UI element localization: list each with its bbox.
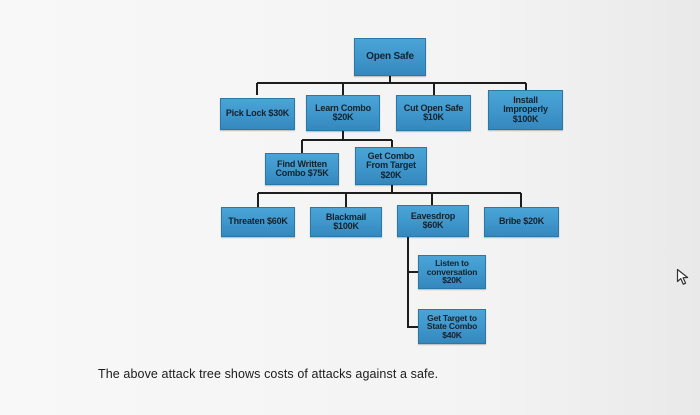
- node-cut-open-safe: Cut Open Safe $10K: [396, 95, 471, 131]
- node-pick-lock: Pick Lock $30K: [220, 98, 295, 130]
- diagram-caption: The above attack tree shows costs of att…: [98, 367, 439, 381]
- node-blackmail: Blackmail $100K: [310, 207, 382, 237]
- node-open-safe: Open Safe: [354, 38, 426, 76]
- node-learn-combo: Learn Combo $20K: [306, 95, 380, 131]
- node-threaten: Threaten $60K: [221, 207, 295, 237]
- node-find-written-combo: Find Written Combo $75K: [265, 153, 339, 185]
- node-get-combo-from-target: Get Combo From Target $20K: [355, 147, 427, 185]
- node-listen-to-conversation: Listen to conversation $20K: [418, 255, 486, 289]
- node-get-target-to-state-combo: Get Target to State Combo $40K: [418, 309, 486, 344]
- node-install-improperly: Install Improperly $100K: [488, 90, 563, 130]
- mouse-pointer-icon: [676, 268, 689, 285]
- node-eavesdrop: Eavesdrop $60K: [397, 205, 469, 237]
- node-bribe: Bribe $20K: [484, 207, 559, 237]
